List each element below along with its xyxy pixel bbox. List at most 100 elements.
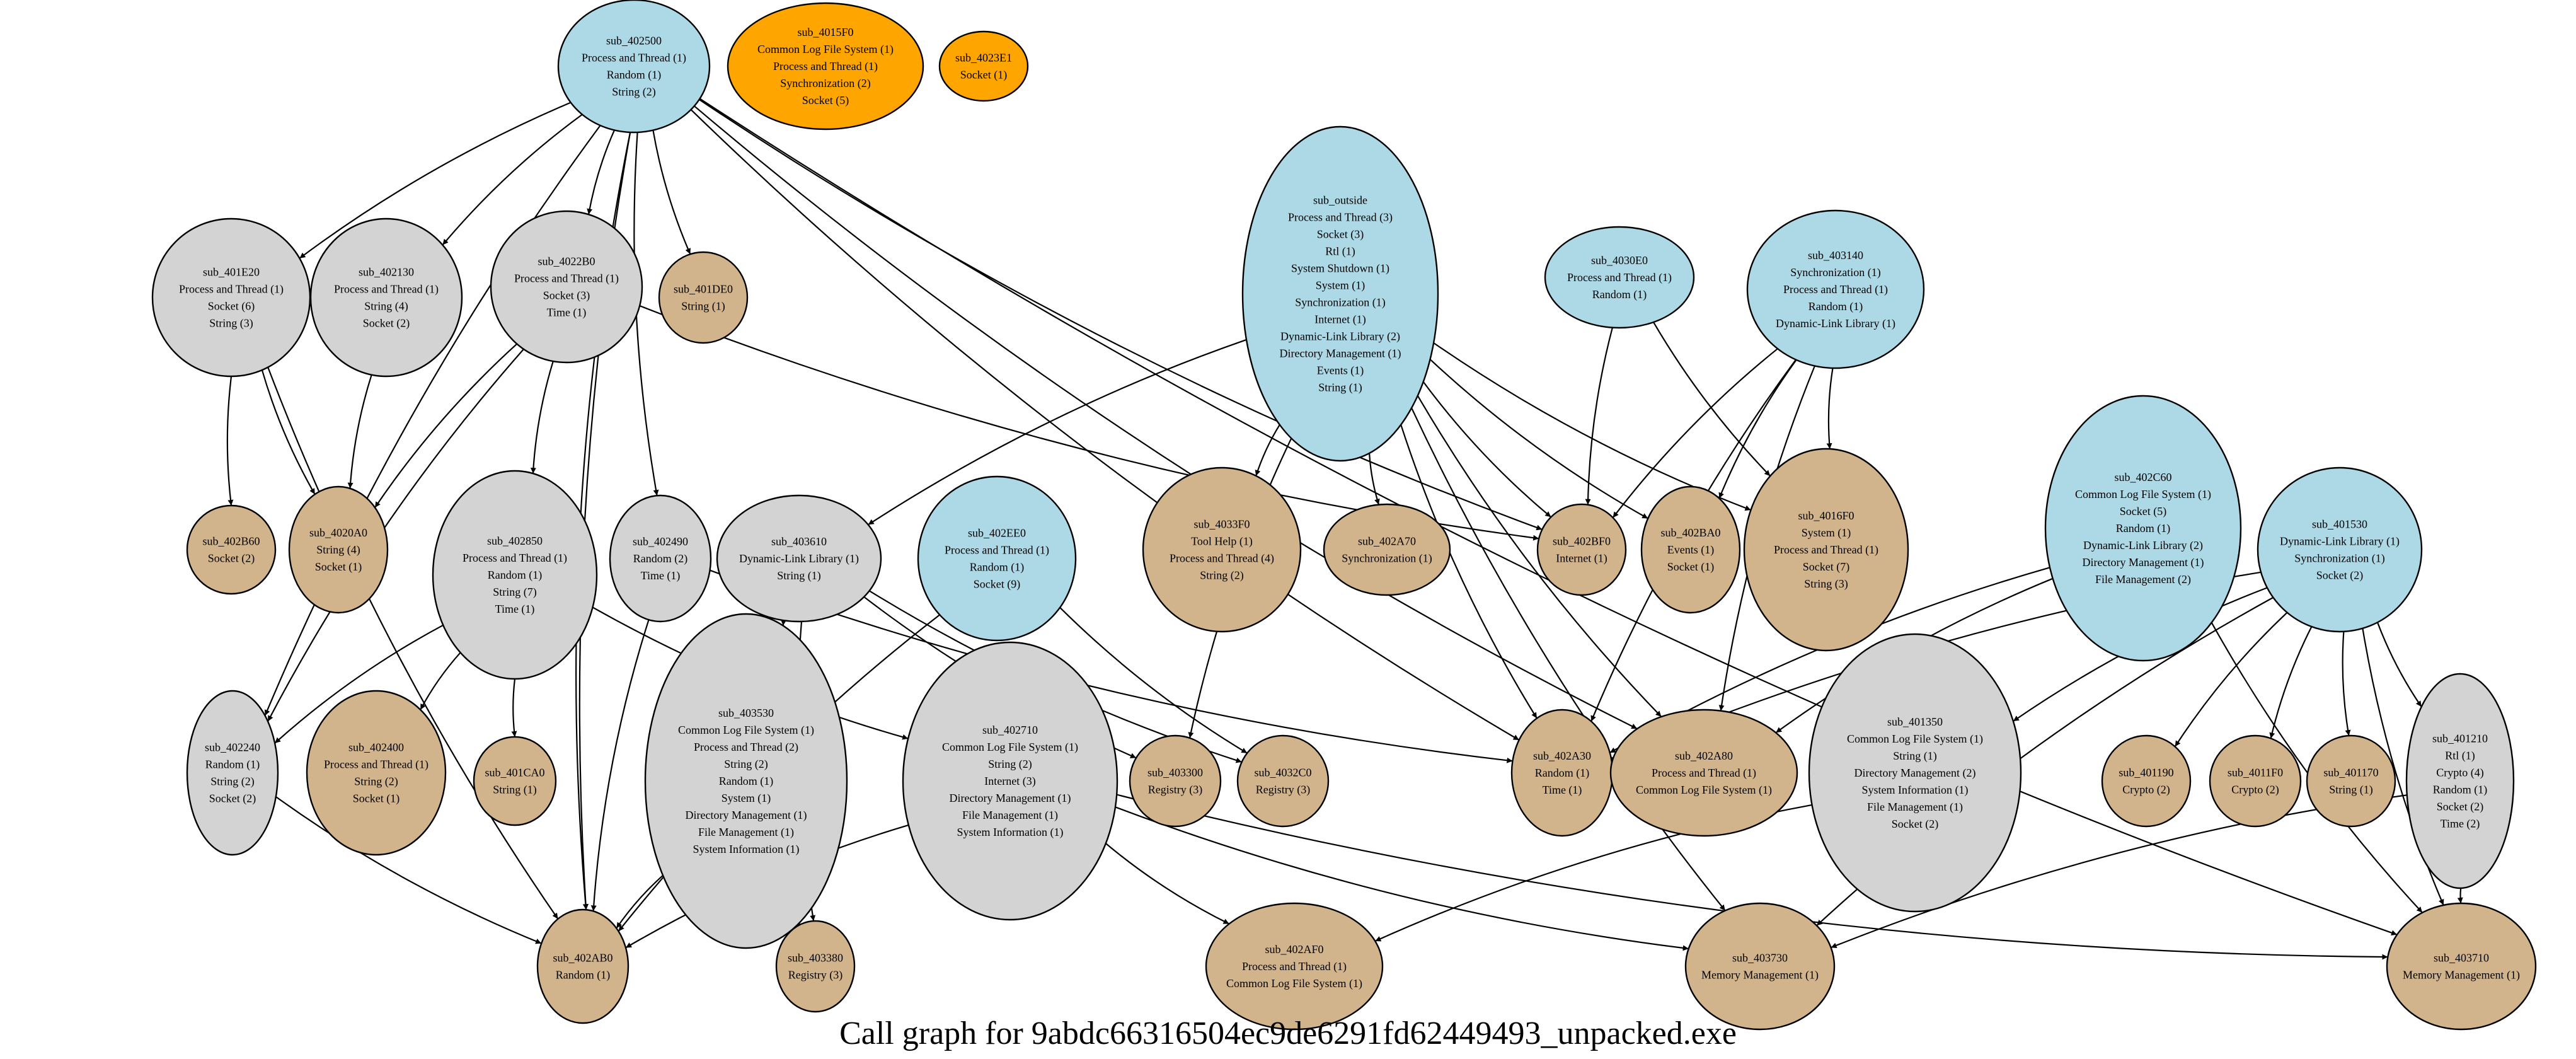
node-api-category: Registry (3) <box>1256 784 1310 797</box>
edge-sub_402500-to-sub_402240 <box>264 125 601 716</box>
node-name: sub_4033F0 <box>1193 518 1250 531</box>
node-api-category: Random (1) <box>556 969 610 982</box>
node-ellipse <box>1142 466 1302 633</box>
edge-sub_402710-to-sub_402AF0 <box>1105 843 1230 925</box>
node-api-category: Socket (7) <box>1803 560 1849 574</box>
node-ellipse <box>151 217 311 378</box>
node-api-category: Events (1) <box>1667 543 1714 557</box>
node-ellipse <box>727 2 924 130</box>
node-api-category: Process and Thread (1) <box>1567 271 1672 284</box>
node-api-category: Registry (3) <box>788 969 842 982</box>
node-ellipse <box>2306 734 2396 828</box>
node-ellipse <box>2101 734 2192 828</box>
node-api-category: String (4) <box>316 543 360 557</box>
node-name: sub_402400 <box>348 741 404 754</box>
node-ellipse <box>490 210 643 364</box>
edge-sub_outside-to-sub_402BA0 <box>1429 359 1648 519</box>
node-ellipse <box>1205 902 1384 1031</box>
node-api-category: Socket (5) <box>802 94 849 107</box>
node-api-category: Directory Management (1) <box>1280 347 1401 361</box>
node-api-category: Socket (3) <box>1317 228 1364 241</box>
edge-sub_401530-to-sub_401190 <box>2174 611 2288 748</box>
node-ellipse <box>2044 395 2242 662</box>
node-api-category: Internet (1) <box>1314 313 1366 327</box>
node-api-category: Process and Thread (4) <box>1170 552 1274 565</box>
node-ellipse <box>658 251 749 344</box>
node-api-category: Socket (1) <box>1667 560 1714 574</box>
node-ellipse <box>2209 734 2302 828</box>
node-name: sub_403530 <box>718 707 774 719</box>
node-name: sub_401E20 <box>203 266 260 279</box>
edge-sub_4030E0-to-sub_4016F0 <box>1653 321 1771 477</box>
node-name: sub_402BF0 <box>1553 535 1611 548</box>
node-api-category: Time (2) <box>2441 818 2480 831</box>
node-ellipse <box>1129 734 1222 828</box>
edge-sub_402500-to-sub_403710 <box>699 98 2398 936</box>
node-ellipse <box>1743 448 1909 652</box>
node-api-category: String (3) <box>209 317 253 330</box>
node-ellipse <box>288 485 389 614</box>
node-api-category: Common Log File System (1) <box>942 741 1078 754</box>
node-api-category: Memory Management (1) <box>2403 969 2520 982</box>
node-api-category: String (1) <box>777 569 821 582</box>
node-api-category: Rtl (1) <box>2445 749 2475 763</box>
node-name: sub_402130 <box>359 266 414 279</box>
node-name: sub_402710 <box>982 724 1038 736</box>
node-ellipse <box>1323 503 1451 596</box>
edge-sub_403140-to-sub_4016F0 <box>1826 367 1834 449</box>
node-api-category: Directory Management (1) <box>686 809 807 822</box>
node-ellipse <box>536 908 630 1024</box>
node-api-category: Process and Thread (1) <box>1242 960 1347 973</box>
node-api-category: Time (1) <box>1543 784 1582 797</box>
node-name: sub_402BA0 <box>1660 526 1720 539</box>
node-api-category: String (1) <box>681 300 725 313</box>
node-name: sub_402240 <box>205 741 260 754</box>
node-api-category: Crypto (2) <box>2231 784 2279 797</box>
node-ellipse <box>1808 633 2022 913</box>
node-api-category: Dynamic-Link Library (1) <box>2280 535 2400 548</box>
node-api-category: File Management (1) <box>698 826 794 839</box>
